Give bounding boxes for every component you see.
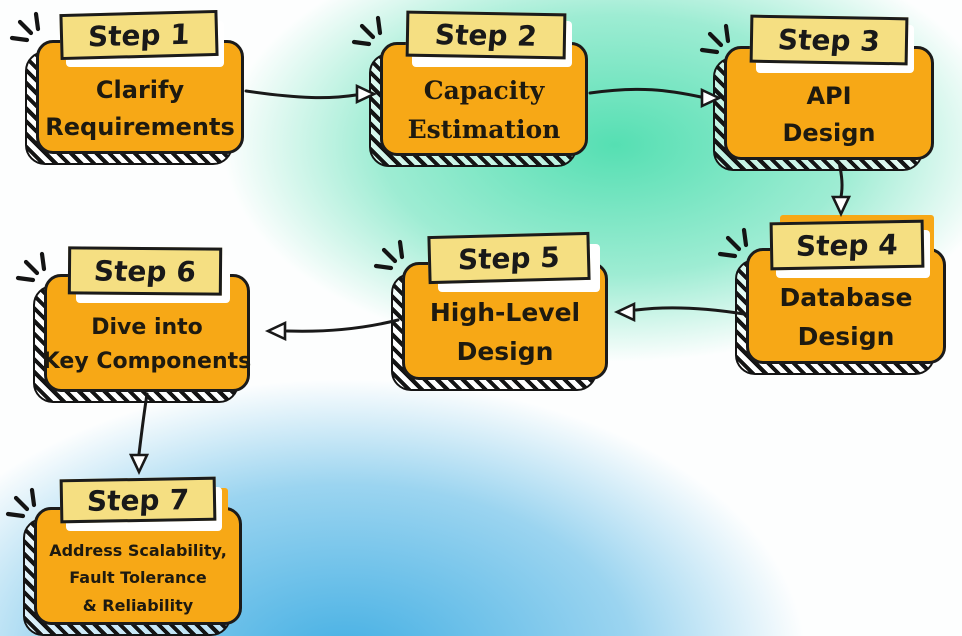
step-5-card: High-Level Design Step 5 [391, 231, 608, 391]
step-3-tab: Step 3 [749, 14, 909, 66]
step-body-line: Design [797, 322, 895, 351]
step-body-line: Design [456, 337, 554, 366]
step-body-line: API [806, 81, 852, 110]
arrow-step5-step6 [264, 318, 400, 342]
step-body-line: Estimation [407, 115, 561, 144]
sparkle-icon [373, 239, 405, 271]
sparkle-icon [5, 487, 37, 519]
arrow-step2-step3 [588, 87, 723, 109]
step-7-label: Step 7 [86, 482, 190, 518]
step-4-tab: Step 4 [769, 219, 925, 271]
step-body-line: High-Level [429, 298, 581, 328]
step-1-label: Step 1 [87, 17, 191, 53]
step-body-line: Requirements [45, 113, 235, 141]
step-1-card: Clarify Requirements Step 1 [25, 9, 244, 165]
step-body-line: Address Scalability, [49, 541, 227, 561]
sparkle-icon [9, 11, 41, 43]
sparkle-icon [351, 15, 383, 47]
step-body-line: Key Components [42, 349, 252, 374]
step-body-line: Database [779, 283, 913, 313]
arrow-step6-step7 [128, 392, 150, 476]
step-3-card: API Design Step 3 [713, 14, 934, 171]
step-4-label: Step 4 [795, 227, 899, 263]
step-body-line: Dive into [91, 314, 203, 340]
step-body-line: Capacity [423, 76, 545, 106]
step-2-label: Step 2 [433, 17, 539, 53]
step-1-tab: Step 1 [59, 9, 219, 61]
step-6-tab: Step 6 [67, 246, 223, 296]
step-7-card: Address Scalability, Fault Tolerance & R… [23, 476, 242, 636]
step-body-line: & Reliability [82, 595, 194, 615]
step-2-tab: Step 2 [405, 10, 567, 60]
step-4-card: Database Design Step 4 [735, 215, 946, 375]
step-6-card: Dive into Key Components Step 6 [33, 246, 252, 403]
step-3-label: Step 3 [776, 22, 882, 58]
arrow-step4-step5 [613, 301, 746, 323]
sparkle-icon [717, 227, 749, 259]
step-5-label: Step 5 [457, 240, 561, 276]
step-body-line: Fault Tolerance [69, 568, 207, 588]
arrow-step1-step2 [244, 83, 378, 105]
step-5-tab: Step 5 [427, 231, 591, 285]
step-2-card: Capacity Estimation Step 2 [369, 10, 588, 167]
step-body-line: Clarify [95, 75, 185, 104]
sparkle-icon [15, 251, 47, 283]
step-6-label: Step 6 [92, 254, 198, 288]
step-7-tab: Step 7 [59, 476, 217, 524]
step-body-line: Design [782, 119, 876, 147]
